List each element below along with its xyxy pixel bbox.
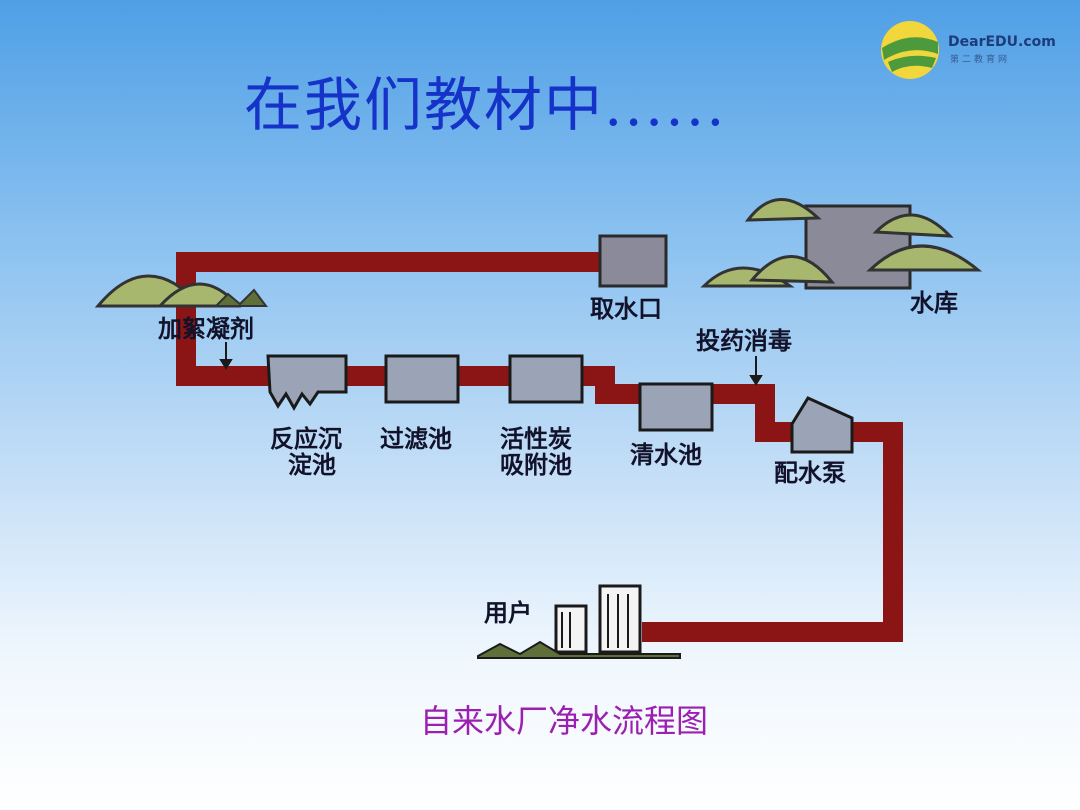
label-pump: 配水泵 (774, 458, 846, 487)
slide-title: 在我们教材中...... (244, 71, 727, 139)
intake-box (598, 234, 668, 288)
logo: DearEDU.com 第二教育网 (878, 18, 1058, 82)
label-disinfect: 投药消毒 (696, 326, 792, 355)
label-sedimentation-2: 淀池 (288, 450, 336, 479)
label-sedimentation-1: 反应沉 (270, 424, 342, 453)
user-buildings (477, 584, 681, 659)
label-user: 用户 (484, 598, 532, 627)
arrows (219, 342, 763, 386)
logo-name: DearEDU.com (948, 34, 1056, 50)
pipe-distribution (642, 422, 903, 642)
globe-logo-icon (881, 21, 939, 79)
label-clean-water: 清水池 (630, 440, 702, 469)
mountain-icon (94, 274, 268, 308)
label-filter: 过滤池 (380, 424, 452, 453)
sedimentation-tank (266, 354, 348, 412)
diagram-caption: 自来水厂净水流程图 (420, 702, 709, 740)
pipe-intake (176, 252, 605, 386)
label-reservoir: 水库 (910, 288, 958, 317)
clean-water-tank (638, 382, 714, 432)
logo-subtitle: 第二教育网 (950, 55, 1011, 65)
carbon-tank (508, 354, 584, 404)
label-coagulant: 加絮凝剂 (158, 314, 254, 343)
reservoir-icon (700, 198, 983, 290)
label-intake: 取水口 (590, 294, 662, 323)
filter-tank (384, 354, 460, 404)
label-carbon-2: 吸附池 (500, 450, 572, 479)
tanks (266, 354, 854, 454)
label-carbon-1: 活性炭 (500, 424, 572, 453)
pump-house (790, 396, 854, 454)
